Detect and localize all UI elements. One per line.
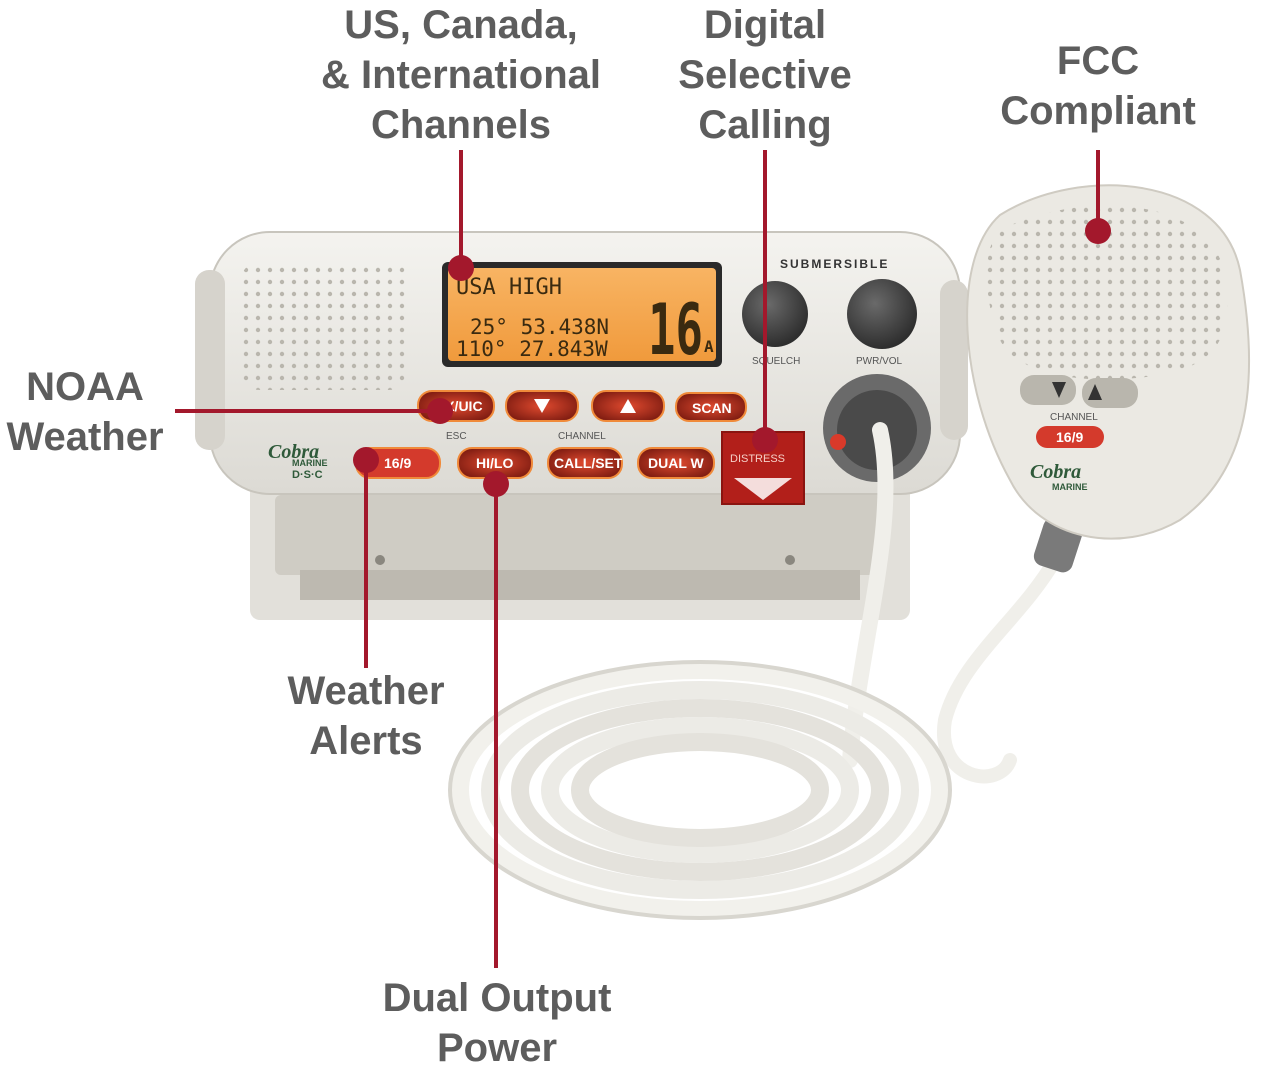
cobra-logo-sub: MARINE xyxy=(292,458,328,468)
callout-fcc: FCC Compliant xyxy=(985,36,1211,136)
mic-cobra-logo-name: Cobra xyxy=(1030,461,1081,483)
callout-noaa-line-2: Weather xyxy=(6,415,164,459)
callset-button-label: CALL/SET xyxy=(554,455,623,471)
callout-channels: US, Canada, & International Channels xyxy=(300,0,622,150)
dual-watch-button-label: DUAL W xyxy=(648,455,705,471)
callout-channels-line-1: US, Canada, xyxy=(344,3,578,47)
callout-dsc: Digital Selective Calling xyxy=(655,0,875,150)
mic-channel-label: CHANNEL xyxy=(1050,412,1098,423)
radio-speaker-grill xyxy=(240,262,410,390)
lcd-channel-number: 16 xyxy=(648,289,703,371)
callout-fcc-line-1: FCC xyxy=(1056,39,1140,83)
scan-button-label: SCAN xyxy=(692,400,732,416)
lcd-longitude: 110° 27.843W xyxy=(456,337,608,361)
callout-channels-line-2: & International xyxy=(320,53,602,97)
arrow-down-icon xyxy=(534,399,550,413)
channel-label: CHANNEL xyxy=(558,431,606,442)
mic-channel-down-button[interactable] xyxy=(1020,375,1076,405)
mic-channel-16-button[interactable]: 16/9 xyxy=(1036,426,1104,448)
cobra-logo: Cobra MARINE D·S·C xyxy=(268,441,328,481)
lcd-channel-suffix: A xyxy=(704,337,714,356)
mic-channel-16-label: 16/9 xyxy=(1056,429,1083,445)
channel-16-label: 16/9 xyxy=(384,455,411,471)
mic-cobra-logo-sub: MARINE xyxy=(1052,482,1088,492)
volume-knob[interactable]: PWR/VOL xyxy=(847,279,917,367)
callout-fcc-line-2: Compliant xyxy=(1000,89,1196,133)
callout-power-line-1: Dual Output xyxy=(382,976,612,1020)
callout-alerts: Weather Alerts xyxy=(270,666,462,766)
cobra-logo-name: Cobra xyxy=(268,441,319,463)
callout-power: Dual Output Power xyxy=(360,973,634,1073)
cobra-logo-dsc: D·S·C xyxy=(292,469,323,481)
submersible-label: SUBMERSIBLE xyxy=(780,257,889,271)
arrow-up-icon xyxy=(620,399,636,413)
channel-down-button[interactable] xyxy=(505,390,579,422)
callout-channels-line-3: Channels xyxy=(370,103,552,147)
esc-label: ESC xyxy=(446,431,467,442)
volume-label: PWR/VOL xyxy=(856,356,903,367)
handheld-microphone xyxy=(966,184,1251,540)
dual-watch-button[interactable]: DUAL W xyxy=(637,447,715,479)
callout-noaa-line-1: NOAA xyxy=(26,365,144,409)
callout-alerts-line-2: Alerts xyxy=(309,719,423,763)
scan-button[interactable]: SCAN xyxy=(675,392,747,422)
mic-arrow-down-icon xyxy=(1052,382,1066,398)
mic-arrow-up-icon xyxy=(1088,384,1102,400)
mounting-bracket xyxy=(250,480,910,620)
mic-cord xyxy=(936,553,1062,784)
squelch-knob[interactable]: SQUELCH xyxy=(742,281,808,367)
distress-button[interactable]: DISTRESS xyxy=(721,431,805,505)
callout-markers xyxy=(175,150,1111,968)
lcd-region: USA HIGH xyxy=(456,275,562,300)
mic-cobra-logo: Cobra MARINE xyxy=(1030,461,1088,492)
callout-dsc-line-3: Calling xyxy=(698,103,832,147)
hilo-button[interactable]: HI/LO xyxy=(457,447,533,479)
callset-button[interactable]: CALL/SET xyxy=(547,447,623,479)
mic-channel-up-button[interactable] xyxy=(1082,378,1138,408)
callout-dsc-line-2: Selective xyxy=(678,53,852,97)
channel-up-button[interactable] xyxy=(591,390,665,422)
lcd-display: USA HIGH 25° 53.438N 110° 27.843W 16 A xyxy=(442,262,722,371)
callout-power-line-2: Power xyxy=(436,1026,558,1070)
lcd-latitude: 25° 53.438N xyxy=(470,315,609,339)
squelch-label: SQUELCH xyxy=(752,356,800,367)
coiled-cord xyxy=(448,660,952,920)
callout-alerts-line-1: Weather xyxy=(287,669,445,713)
callout-noaa: NOAA Weather xyxy=(0,362,170,462)
callout-dsc-line-1: Digital xyxy=(703,3,827,47)
distress-button-label: DISTRESS xyxy=(730,453,785,465)
hilo-button-label: HI/LO xyxy=(476,455,513,471)
